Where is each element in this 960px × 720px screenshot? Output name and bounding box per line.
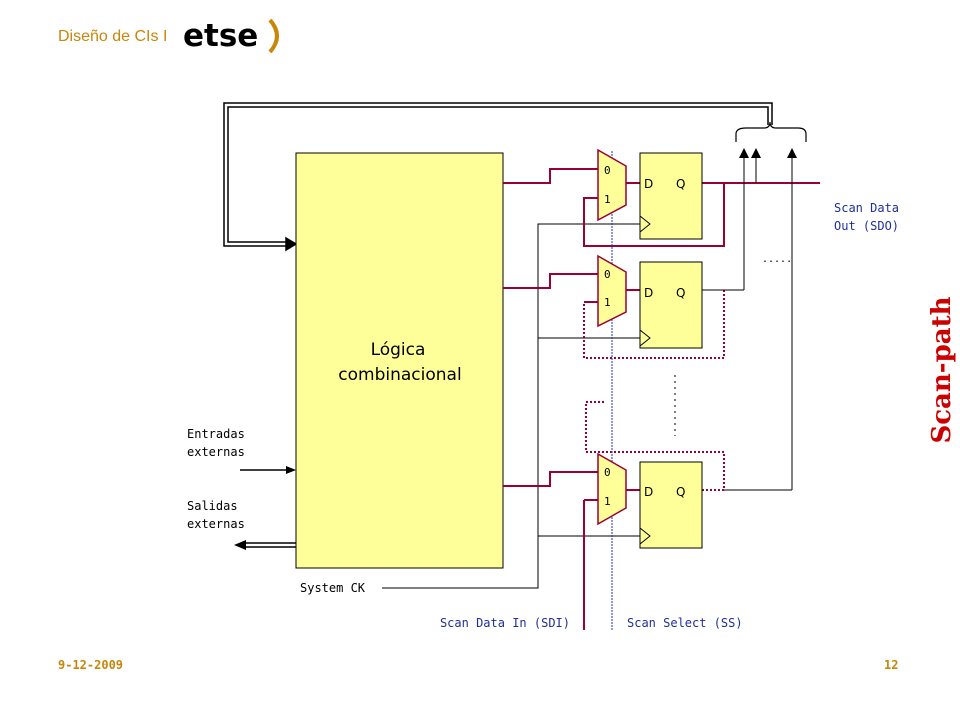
scan-chain-dotted [583, 290, 725, 491]
mux-3-in0: 0 [604, 466, 611, 479]
etse-logo-text: etse [183, 18, 258, 54]
external-io [234, 466, 296, 550]
feedback-taps [702, 148, 797, 491]
block-label-line2: combinacional [338, 365, 461, 385]
flip-flop-1 [639, 152, 703, 240]
inputs-label-line2: externas [187, 445, 245, 459]
mux-1-in0: 0 [604, 164, 611, 177]
ff-1-q: Q [676, 177, 685, 191]
scan-path-title: Scan-path [927, 296, 957, 443]
mux-3 [597, 452, 627, 526]
feedback-brace [735, 121, 807, 142]
clock-net [382, 223, 640, 589]
mux-2-in1: 1 [604, 296, 611, 309]
system-clock-label: System CK [300, 581, 366, 595]
ff-3-q: Q [676, 485, 685, 499]
course-title: Diseño de CIs I [58, 28, 168, 45]
footer-page-number: 12 [884, 658, 899, 672]
ff-2-q: Q [676, 286, 685, 300]
tap-ellipsis: ..... [762, 254, 792, 265]
mux-2 [597, 254, 627, 328]
scan-chain [583, 182, 820, 630]
outputs-label-line2: externas [187, 517, 245, 531]
ff-1-d: D [644, 177, 653, 191]
ss-label: Scan Select (SS) [627, 616, 743, 630]
mux-1 [597, 148, 627, 222]
sdi-label: Scan Data In (SDI) [440, 616, 570, 630]
sdo-label-line2: Out (SDO) [834, 219, 899, 233]
logo-arc-icon [268, 18, 279, 54]
sdo-label-line1: Scan Data [834, 201, 899, 215]
footer-date: 9-12-2009 [58, 658, 124, 672]
mux-1-in1: 1 [604, 193, 611, 206]
mux-3-in1: 1 [604, 495, 611, 508]
feedback-bus [223, 102, 773, 252]
outputs-label-line1: Salidas [187, 499, 238, 513]
etse-logo: etse [183, 18, 279, 54]
mux-2-in0: 0 [604, 268, 611, 281]
scan-stage-3: 0 1 D Q [597, 452, 703, 549]
ff-3-d: D [644, 485, 653, 499]
mux-data-inputs [503, 168, 598, 487]
flip-flop-3 [639, 461, 703, 549]
scan-stage-2: 0 1 D Q [597, 254, 703, 349]
ff-2-d: D [644, 286, 653, 300]
block-label-line1: Lógica [371, 340, 426, 360]
inputs-label-line1: Entradas [187, 427, 245, 441]
scan-stage-1: 0 1 D Q [597, 148, 703, 240]
flip-flop-2 [639, 261, 703, 349]
combinational-logic-block [295, 152, 504, 569]
